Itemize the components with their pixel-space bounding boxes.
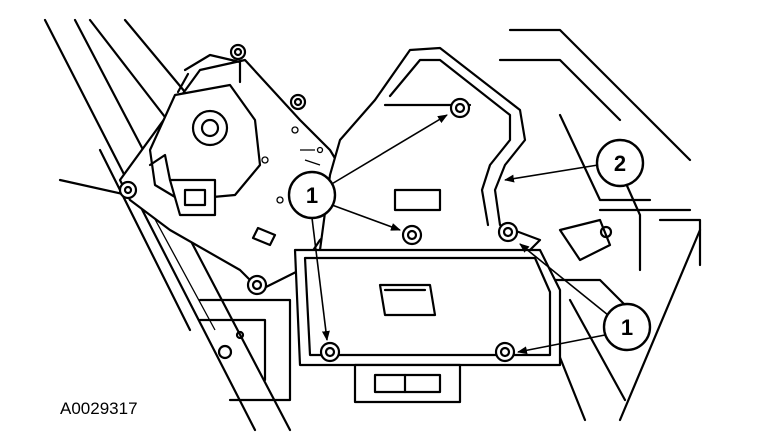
leader-1a xyxy=(329,114,448,186)
fasteners xyxy=(319,97,519,363)
callout-1-left: 1 xyxy=(287,170,337,220)
leader-1c xyxy=(311,217,330,341)
fastener-lower-right xyxy=(494,341,516,363)
callout-1-left-number: 1 xyxy=(306,183,318,208)
leader-1b xyxy=(331,204,401,231)
callout-2-number: 2 xyxy=(614,151,626,176)
leader-2 xyxy=(504,164,599,183)
actuator-motor xyxy=(118,43,362,296)
callout-1-right-number: 1 xyxy=(621,315,633,340)
callout-2: 2 xyxy=(595,138,645,188)
fastener-upper xyxy=(449,97,471,119)
fastener-lower-left xyxy=(319,341,341,363)
leader-lines xyxy=(311,114,609,355)
leader-1e xyxy=(517,334,606,355)
figure-id-label: A0029317 xyxy=(60,399,138,418)
leader-1d xyxy=(519,243,609,316)
fastener-right xyxy=(497,221,519,243)
callout-1-right: 1 xyxy=(602,302,652,352)
module-cover xyxy=(293,46,562,404)
fastener-center xyxy=(401,224,423,246)
